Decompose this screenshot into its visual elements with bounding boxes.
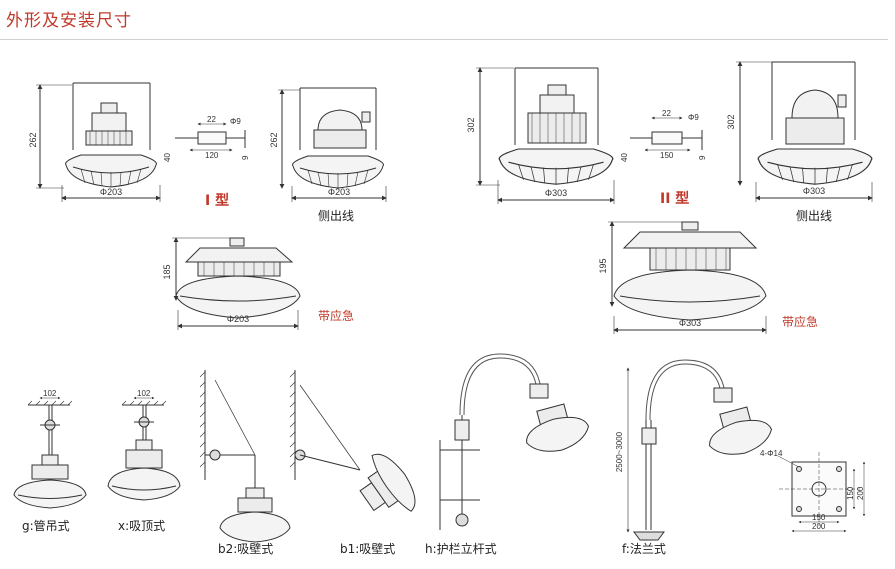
mount-g-pendant: 102 <box>13 389 87 509</box>
mount-g-dim: 102 <box>43 389 57 398</box>
type1-bracket-d: 40 <box>163 153 172 162</box>
mount-b2-caption: b2:吸壁式 <box>218 541 273 556</box>
type2-height-label: 302 <box>466 117 476 132</box>
type1-side-diameter-label: Φ203 <box>328 187 350 197</box>
flange-holes: 4-Φ14 <box>760 449 783 458</box>
type2-front-lamp: 302 Φ303 <box>466 67 615 204</box>
type2-bracket-d: 40 <box>620 153 629 162</box>
type1-emergency-diameter: Φ203 <box>227 314 249 324</box>
header-divider <box>0 39 888 40</box>
type2-bracket-a: 22 <box>662 109 671 118</box>
mount-b1-wall <box>289 370 416 512</box>
type2-bracket-c: 150 <box>660 151 674 160</box>
type2-side-height-label: 302 <box>726 114 736 129</box>
mount-b2-wall <box>199 370 291 543</box>
type2-emergency-height: 195 <box>598 258 608 273</box>
mount-f-pole: 2500~3000 <box>615 359 773 541</box>
flange-plate-detail: 4-Φ14 150 200 150 200 <box>760 449 866 533</box>
type1-label: I 型 <box>205 192 229 209</box>
type1-side-height-label: 262 <box>269 132 279 147</box>
type2-side-diameter-label: Φ303 <box>803 186 825 196</box>
mount-f-caption: f:法兰式 <box>622 542 666 556</box>
type1-side-lamp: 262 Φ203 <box>269 87 387 202</box>
type2-bracket-b: Φ9 <box>688 113 699 122</box>
type1-height-label: 262 <box>28 132 38 147</box>
type2-emergency-diameter: Φ303 <box>679 318 701 328</box>
type1-emergency-lamp: 185 Φ203 <box>162 237 301 330</box>
type1-diameter-label: Φ203 <box>100 187 122 197</box>
type2-bracket-e: 9 <box>698 155 707 160</box>
mount-b1-caption: b1:吸壁式 <box>340 541 395 556</box>
type1-bracket-b: Φ9 <box>230 117 241 126</box>
type1-bracket-c: 120 <box>205 151 219 160</box>
flange-outer: 200 <box>812 522 826 531</box>
type2-side-lamp: 302 Φ303 <box>726 61 873 202</box>
type2-emergency-caption: 带应急 <box>782 314 818 329</box>
type1-front-lamp: 262 Φ203 <box>28 82 161 202</box>
type1-bracket-detail: 22 Φ9 120 40 9 <box>163 115 250 162</box>
type2-emergency-lamp: 195 Φ303 <box>598 221 767 334</box>
mount-g-caption: g:管吊式 <box>22 518 70 533</box>
type2-label: II 型 <box>660 190 689 207</box>
type1-emergency-height: 185 <box>162 264 172 279</box>
mount-f-height: 2500~3000 <box>615 431 624 472</box>
type2-diameter-label: Φ303 <box>545 188 567 198</box>
page-title: 外形及安装尺寸 <box>6 11 132 31</box>
mount-x-ceiling: 102 <box>107 389 181 501</box>
type1-emergency-caption: 带应急 <box>318 308 354 323</box>
mount-x-dim: 102 <box>137 389 151 398</box>
type2-side-caption: 侧出线 <box>796 209 832 223</box>
type1-bracket-e: 9 <box>241 155 250 160</box>
mount-h-caption: h:护栏立杆式 <box>425 541 497 556</box>
type1-side-caption: 侧出线 <box>318 209 354 223</box>
type1-bracket-a: 22 <box>207 115 216 124</box>
flange-side-outer: 200 <box>856 486 865 500</box>
flange-side-inner: 150 <box>846 486 855 500</box>
flange-inner: 150 <box>812 513 826 522</box>
type2-bracket-detail: 22 Φ9 150 40 9 <box>620 109 707 162</box>
mount-h-pole <box>439 353 590 530</box>
mount-x-caption: x:吸顶式 <box>118 519 165 533</box>
